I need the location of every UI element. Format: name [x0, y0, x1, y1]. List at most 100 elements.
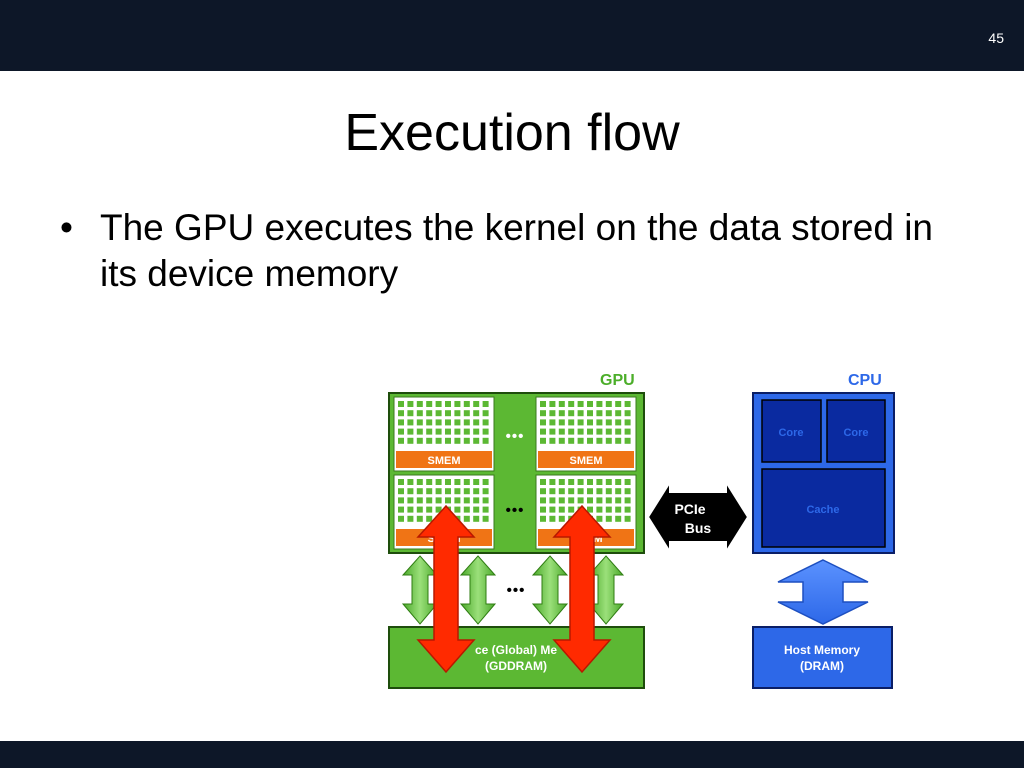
- core-cell: [577, 437, 584, 444]
- core-cell: [473, 401, 480, 407]
- core-cell: [540, 488, 546, 495]
- core-cell: [568, 506, 575, 513]
- core-cell: [454, 506, 461, 513]
- core-cell: [398, 401, 404, 407]
- core-cell: [558, 437, 565, 444]
- core-label-1: Core: [778, 427, 803, 439]
- core-cell: [605, 419, 612, 426]
- core-cell: [615, 437, 622, 444]
- ellipsis-bottom: •••: [507, 582, 526, 599]
- pcie-label-line2: Bus: [685, 520, 712, 536]
- core-cell: [398, 479, 404, 485]
- core-cell: [398, 428, 404, 435]
- core-cell: [540, 479, 546, 485]
- core-cell: [568, 479, 575, 485]
- core-cell: [426, 419, 433, 426]
- core-cell: [587, 410, 593, 417]
- core-cell: [568, 428, 575, 435]
- core-cell: [568, 497, 575, 504]
- bullet-marker: •: [60, 207, 73, 248]
- core-cell: [473, 410, 480, 417]
- core-cell: [463, 479, 470, 485]
- core-cell: [445, 437, 451, 444]
- core-cell: [407, 515, 414, 522]
- core-cell: [587, 419, 593, 426]
- core-cell: [473, 419, 480, 426]
- pcie-label-line1: PCIe: [674, 501, 705, 517]
- core-cell: [549, 410, 556, 417]
- sm-block-top-left: SMEM: [393, 396, 495, 472]
- core-cell: [540, 419, 546, 426]
- core-cell: [596, 515, 603, 522]
- core-cell: [549, 401, 556, 407]
- green-arrows: [401, 555, 625, 625]
- core-cell: [540, 515, 546, 522]
- core-cell: [587, 479, 593, 485]
- core-cell: [407, 479, 414, 485]
- host-memory: [752, 626, 893, 689]
- core-cell: [445, 497, 451, 504]
- core-cell: [463, 428, 470, 435]
- core-cell: [435, 488, 442, 495]
- core-cell: [435, 437, 442, 444]
- smem-label: SMEM: [570, 455, 603, 467]
- core-cell: [463, 488, 470, 495]
- gpu-label: GPU: [600, 372, 635, 389]
- core-cell: [398, 497, 404, 504]
- core-cell: [407, 410, 414, 417]
- host-memory-label-line1: Host Memory: [784, 643, 860, 657]
- red-arrow-left: [416, 504, 476, 674]
- core-cell: [398, 506, 404, 513]
- core-cell: [624, 479, 631, 485]
- core-cell: [568, 488, 575, 495]
- core-cell: [482, 479, 489, 485]
- core-cell: [549, 437, 556, 444]
- red-arrow-right: [552, 504, 612, 674]
- core-cell: [615, 488, 622, 495]
- core-cell: [426, 428, 433, 435]
- core-cell: [624, 419, 631, 426]
- core-cell: [435, 497, 442, 504]
- core-cell: [482, 437, 489, 444]
- core-cell: [416, 419, 423, 426]
- core-cell: [407, 428, 414, 435]
- core-cell: [540, 428, 546, 435]
- top-banner: [0, 0, 1024, 71]
- core-cell: [624, 401, 631, 407]
- core-cell: [558, 488, 565, 495]
- core-cell: [482, 410, 489, 417]
- core-cell: [482, 506, 489, 513]
- core-cell: [577, 497, 584, 504]
- core-cell: [416, 506, 423, 513]
- pcie-bus-arrow: PCIe Bus: [646, 478, 750, 556]
- core-cell: [605, 497, 612, 504]
- core-cell: [454, 479, 461, 485]
- core-cell: [416, 488, 423, 495]
- core-cell: [558, 497, 565, 504]
- bottom-banner: [0, 741, 1024, 768]
- core-cell: [596, 419, 603, 426]
- core-cell: [426, 515, 433, 522]
- core-cell: [605, 515, 612, 522]
- core-cell: [445, 410, 451, 417]
- core-cell: [624, 497, 631, 504]
- core-cell: [398, 419, 404, 426]
- core-cell: [605, 479, 612, 485]
- cache-label: Cache: [806, 504, 839, 516]
- core-cell: [615, 401, 622, 407]
- cpu-core-2: [826, 399, 886, 463]
- core-cell: [615, 506, 622, 513]
- core-cell: [587, 488, 593, 495]
- green-bidirectional-arrow: [531, 555, 569, 625]
- core-cell: [473, 437, 480, 444]
- core-cell: [435, 401, 442, 407]
- core-cell: [426, 437, 433, 444]
- core-cell: [407, 401, 414, 407]
- core-cell: [463, 437, 470, 444]
- core-cell: [463, 515, 470, 522]
- smem-bar: [396, 451, 492, 468]
- core-cell: [473, 515, 480, 522]
- blue-arrow: [777, 559, 869, 625]
- core-cell: [587, 428, 593, 435]
- core-cell: [426, 488, 433, 495]
